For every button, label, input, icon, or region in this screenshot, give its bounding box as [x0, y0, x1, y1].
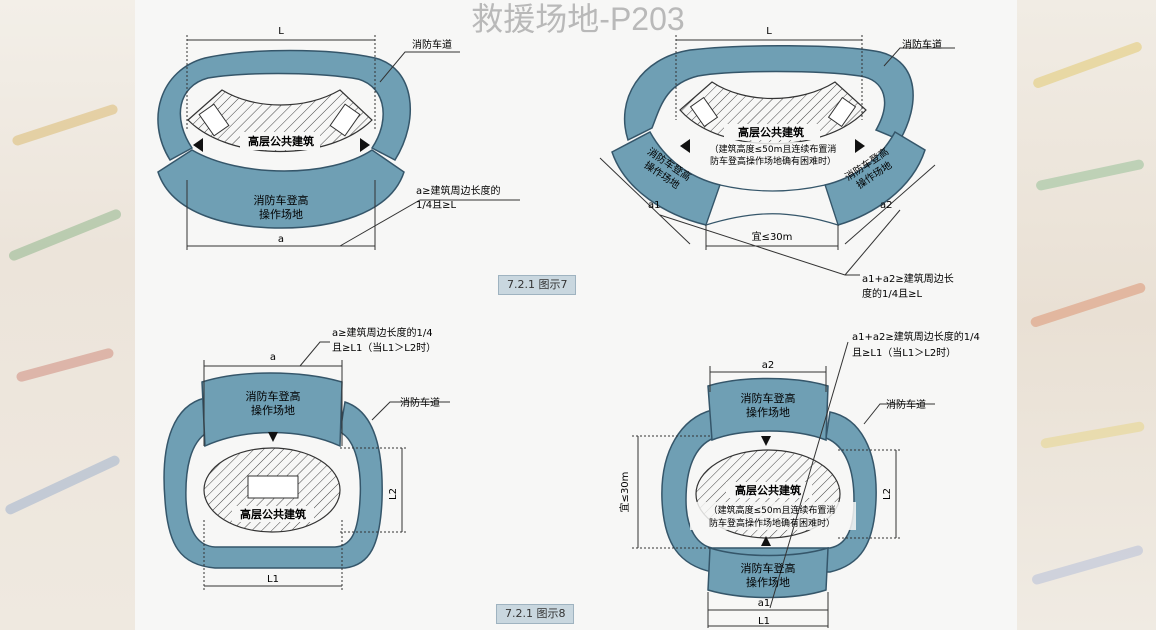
fig7-left-diagram	[157, 35, 520, 250]
background-right-panel	[1016, 0, 1156, 630]
note-fig8-sum-1: a1+a2≥建筑周边长度的1/4	[852, 330, 980, 343]
page-title: 救援场地-P203	[471, 1, 685, 37]
fire-platform-area	[201, 372, 343, 448]
figure-caption-7: 7.2.1 图示7	[498, 275, 577, 295]
label-L: L	[766, 26, 772, 37]
label-platform-2: 操作场地	[259, 207, 303, 221]
building-core	[247, 475, 299, 499]
fire-lane-ring	[157, 49, 412, 161]
leader-line	[863, 403, 935, 425]
leader-line	[769, 341, 849, 609]
entry-triangle	[680, 139, 690, 153]
label-spacing: 宜≤30m	[618, 472, 631, 513]
label-a: a	[278, 234, 284, 245]
label-building: 高层公共建筑	[240, 507, 306, 521]
entry-triangle	[761, 536, 771, 546]
label-note-1: （建筑高度≤50m且连续布置消	[709, 504, 836, 516]
label-a1: a1	[648, 200, 661, 211]
label-fire-lane: 消防车道	[400, 396, 440, 409]
entry-triangle	[761, 436, 771, 446]
leader-line	[339, 199, 520, 247]
entry-triangle	[360, 138, 370, 152]
note-fig7-sum-2: 度的1/4且≥L	[862, 287, 922, 300]
leader-line	[659, 214, 860, 276]
building-hatched	[187, 89, 373, 152]
fire-lane-ring	[623, 44, 914, 142]
label-a1: a1	[758, 598, 771, 609]
label-spacing: 宜≤30m	[752, 230, 793, 243]
dim-line-a2	[844, 164, 936, 245]
label-note-1: （建筑高度≤50m且连续布置消	[710, 143, 837, 155]
label-platform-1: 消防车登高	[741, 561, 796, 575]
note-fig7-a-2: 1/4且≥L	[416, 199, 456, 211]
label-L1: L1	[758, 616, 770, 627]
label-note-2: 防车登高操作场地确有困难时）	[709, 517, 835, 529]
label-L1: L1	[267, 574, 279, 585]
fig7-left-labels: L 消防车道 高层公共建筑 消防车登高 操作场地 a a≥建筑周边长度的 1/4…	[248, 26, 501, 245]
label-a: a	[270, 352, 276, 363]
leader-line	[371, 401, 450, 421]
fire-lane-ring	[163, 397, 383, 569]
entry-triangle	[193, 138, 203, 152]
figure-caption-8: 7.2.1 图示8	[496, 604, 575, 624]
label-bg	[240, 132, 320, 150]
note-fig8-sum-2: 且≥L1（当L1＞L2时）	[852, 346, 956, 359]
note-fig7-sum-1: a1+a2≥建筑周边长	[862, 272, 954, 285]
leader-line	[379, 51, 460, 83]
fire-platform-area-bottom	[707, 546, 829, 599]
dim-line-a1	[599, 157, 691, 245]
fig8-right-labels: a2 消防车登高 操作场地 高层公共建筑 （建筑高度≤50m且连续布置消 防车登…	[618, 330, 980, 627]
label-platform-1: 消防车登高	[246, 389, 301, 403]
label-platform-2: 操作场地	[746, 575, 790, 589]
label-a2: a2	[880, 200, 893, 211]
label-fire-lane: 消防车道	[412, 38, 452, 51]
building-core	[329, 103, 361, 137]
label-building: 高层公共建筑	[738, 125, 804, 139]
label-fire-lane: 消防车道	[886, 398, 926, 411]
label-L: L	[278, 26, 284, 37]
label-L2: L2	[882, 488, 893, 500]
leader-line	[883, 47, 955, 67]
fig8-left-diagram	[163, 341, 450, 590]
label-platform-1: 消防车登高	[254, 193, 309, 207]
entry-triangle	[855, 139, 865, 153]
building-core	[198, 103, 230, 137]
fig7-right-diagram	[599, 35, 955, 276]
lane-connector	[705, 184, 839, 226]
fig8-left-labels: a 消防车登高 操作场地 高层公共建筑 L1 L2 消防车道 a≥建筑周边长度的…	[240, 326, 440, 585]
note-fig8-a-2: 且≥L1（当L1＞L2时）	[332, 341, 436, 354]
label-note-2: 防车登高操作场地确有困难时）	[710, 155, 836, 167]
leader-line	[299, 341, 330, 367]
entry-triangle	[268, 432, 278, 442]
label-L2: L2	[388, 488, 399, 500]
label-a2: a2	[762, 360, 775, 371]
label-building: 高层公共建筑	[735, 483, 801, 497]
fire-platform-area-right	[824, 130, 926, 226]
label-platform-2: 操作场地	[746, 405, 790, 419]
fig8-right-diagram	[632, 341, 935, 628]
label-platform-1: 消防车登高	[741, 391, 796, 405]
background-left-panel	[0, 0, 135, 630]
note-fig7-a-1: a≥建筑周边长度的	[416, 184, 501, 197]
label-building: 高层公共建筑	[248, 134, 314, 148]
label-fire-lane: 消防车道	[902, 38, 942, 51]
note-fig8-a-1: a≥建筑周边长度的1/4	[332, 326, 433, 339]
label-platform-2: 操作场地	[251, 403, 295, 417]
